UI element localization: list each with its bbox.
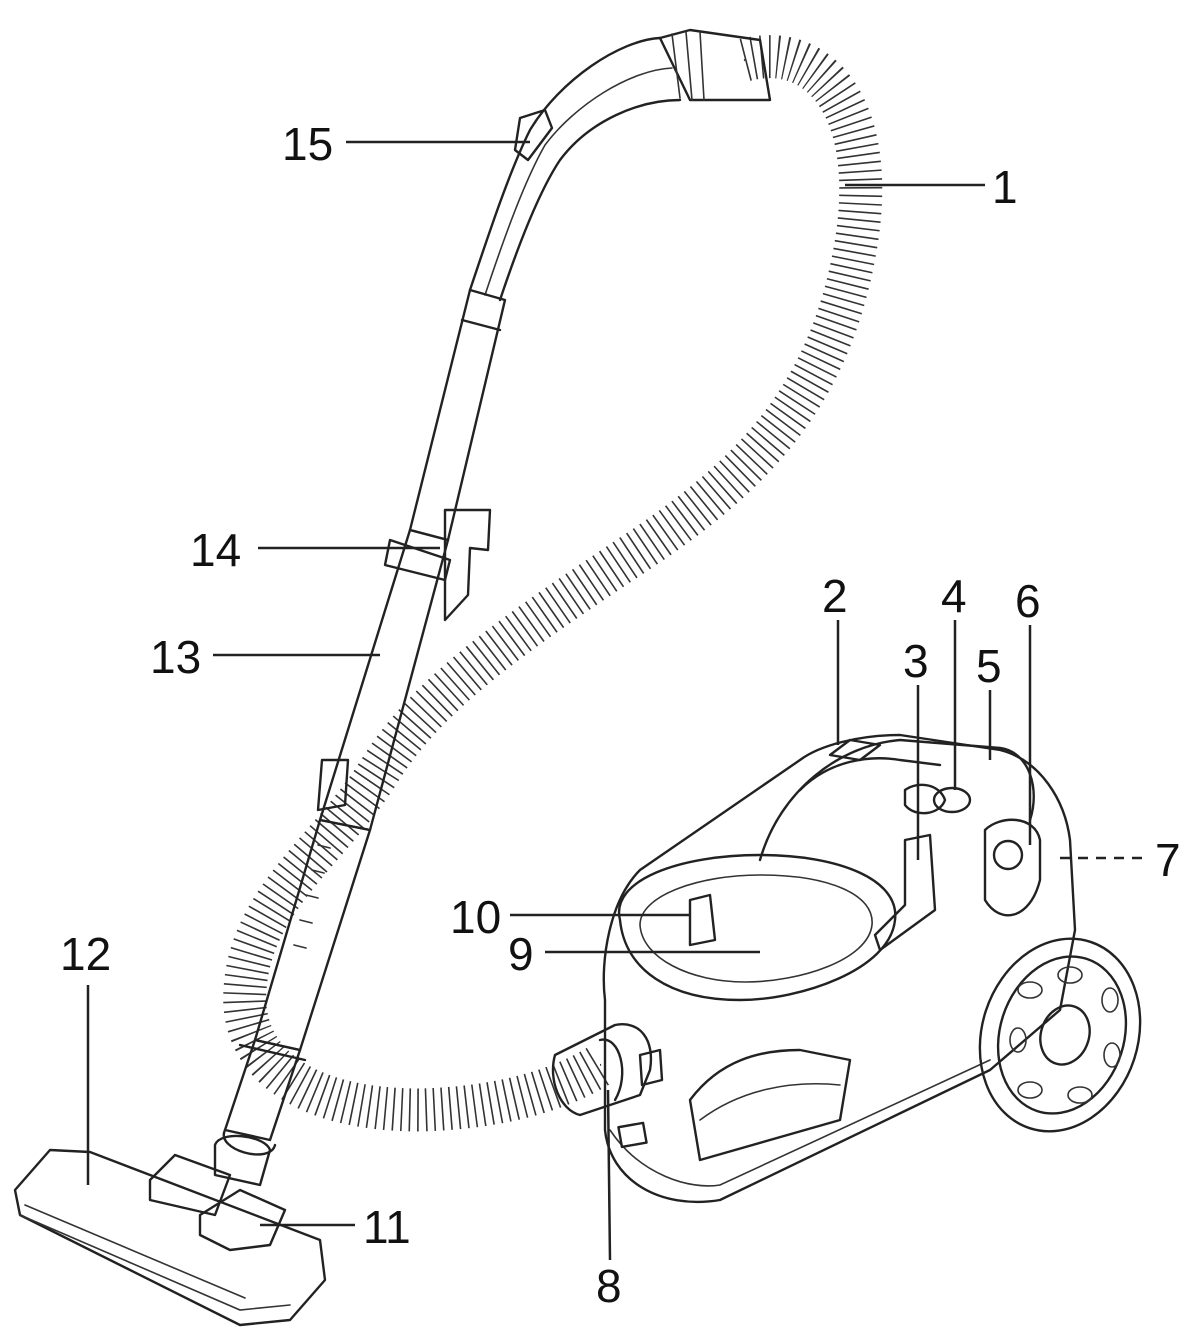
callout-5: 5 — [976, 640, 1002, 692]
vacuum-main-body — [551, 733, 1077, 1204]
callout-labels: 1 2 3 4 5 6 7 8 9 10 11 12 13 14 15 — [60, 118, 1181, 1312]
flexible-hose — [223, 35, 883, 1132]
callout-7: 7 — [1155, 834, 1181, 886]
callout-9: 9 — [508, 928, 534, 980]
callout-2: 2 — [822, 570, 848, 622]
rear-wheel — [978, 937, 1142, 1133]
telescopic-tube — [222, 288, 507, 1156]
callout-10: 10 — [450, 891, 501, 943]
callout-15: 15 — [282, 118, 333, 170]
callout-6: 6 — [1015, 575, 1041, 627]
callout-4: 4 — [941, 570, 967, 622]
callout-13: 13 — [150, 631, 201, 683]
handle-grip — [468, 28, 772, 302]
callout-14: 14 — [190, 524, 241, 576]
callout-3: 3 — [903, 635, 929, 687]
callout-1: 1 — [992, 161, 1018, 213]
callout-11: 11 — [363, 1201, 411, 1253]
callout-leaders — [86, 140, 1148, 1261]
callout-8: 8 — [596, 1260, 622, 1312]
callout-12: 12 — [60, 928, 111, 980]
floor-nozzle — [13, 1134, 327, 1327]
